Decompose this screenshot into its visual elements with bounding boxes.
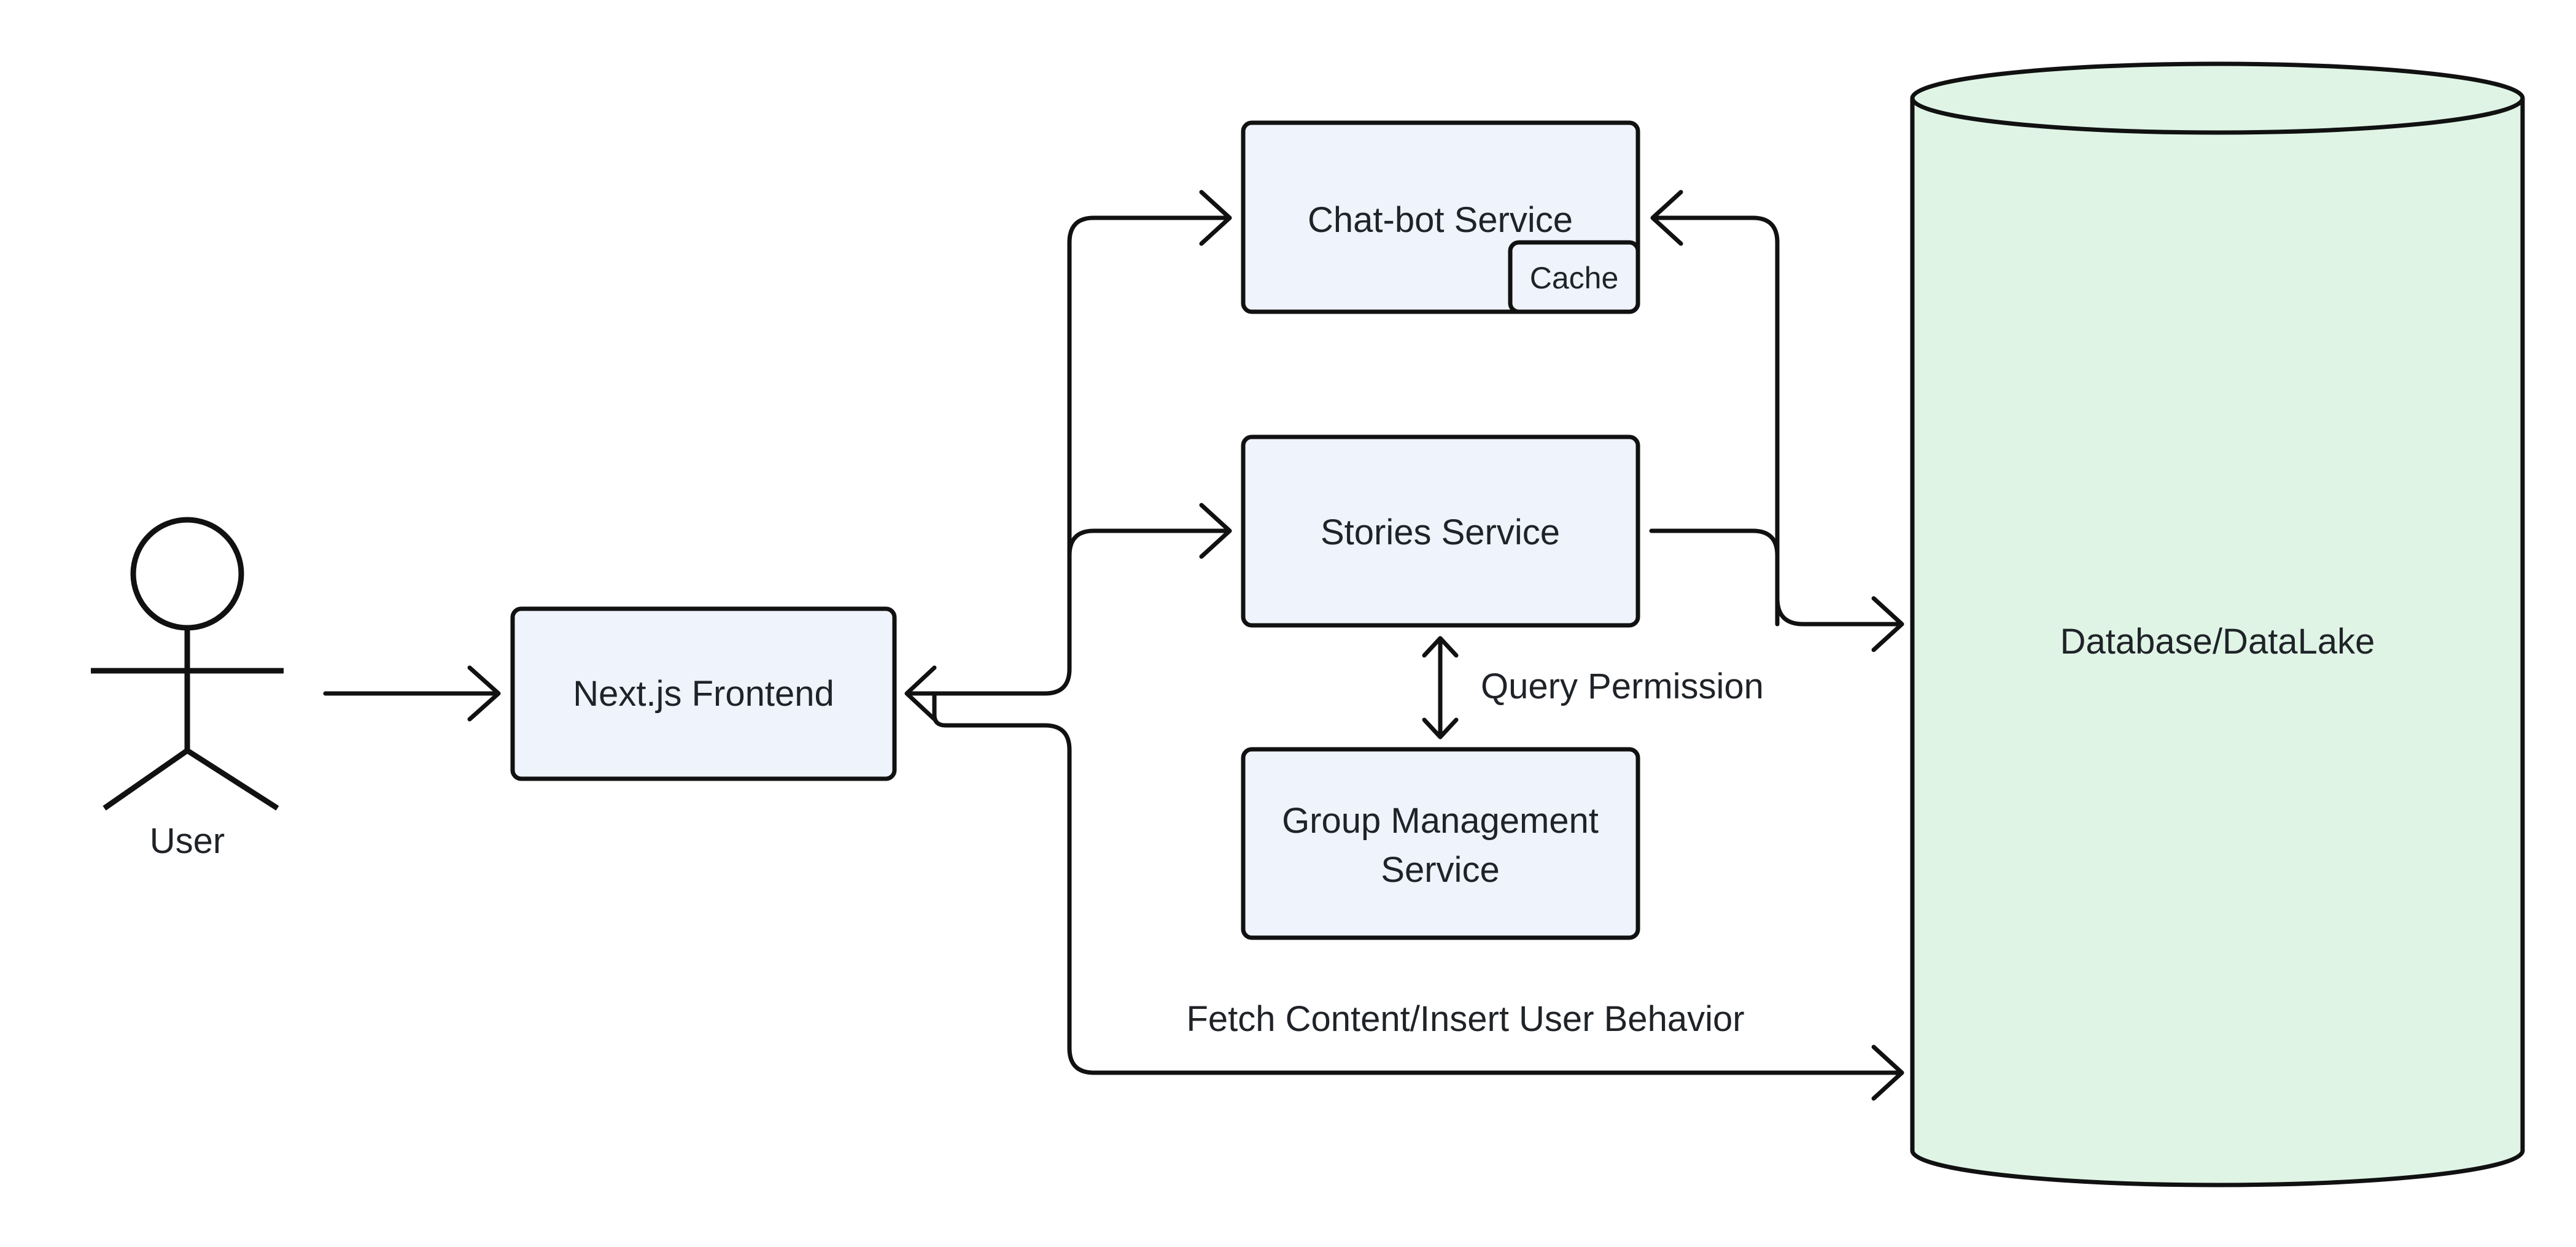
user-actor-head — [130, 517, 244, 631]
arrowhead — [1871, 596, 1904, 652]
arrowhead-down — [1422, 717, 1459, 739]
edge-frontend-to-services — [904, 190, 1232, 722]
group-management-node: Group Management Service — [1241, 747, 1640, 940]
frontend-label: Next.js Frontend — [573, 674, 834, 714]
user-actor: User — [91, 517, 284, 861]
cache-box — [1508, 240, 1640, 314]
edge-stories-group-bidirectional: Query Permission — [1422, 636, 1764, 739]
stories-node: Stories Service — [1241, 434, 1640, 628]
arrowhead-into-chatbot — [1650, 190, 1683, 246]
database-node: Database/DataLake — [1910, 61, 2525, 1187]
database-top — [1910, 61, 2525, 135]
chatbot-node: Chat-bot Service Cache — [1241, 120, 1640, 314]
arrowhead — [1871, 1044, 1904, 1101]
chatbot-label: Chat-bot Service — [1308, 200, 1573, 240]
edge-services-database — [1649, 190, 1904, 652]
arrowhead — [1199, 190, 1232, 246]
database-label: Database/DataLake — [2060, 622, 2375, 662]
edge-frontend-to-database: Fetch Content/Insert User Behavior — [932, 691, 1904, 1101]
arrowhead-up — [1422, 636, 1459, 658]
group-management-label-line2: Service — [1381, 850, 1499, 890]
cache-label: Cache — [1530, 261, 1619, 295]
arrowhead-into-frontend — [904, 665, 937, 722]
edge-user-to-frontend — [323, 665, 501, 722]
user-actor-left-leg — [103, 748, 189, 811]
user-actor-right-leg — [185, 748, 279, 811]
group-management-label-line1: Group Management — [1282, 801, 1599, 841]
stories-label: Stories Service — [1321, 512, 1560, 552]
fetch-content-label: Fetch Content/Insert User Behavior — [1186, 999, 1744, 1039]
frontend-node: Next.js Frontend — [510, 606, 897, 781]
query-permission-label: Query Permission — [1481, 666, 1764, 706]
user-label: User — [150, 821, 225, 861]
arrowhead — [1199, 503, 1232, 559]
arrowhead — [467, 665, 501, 722]
